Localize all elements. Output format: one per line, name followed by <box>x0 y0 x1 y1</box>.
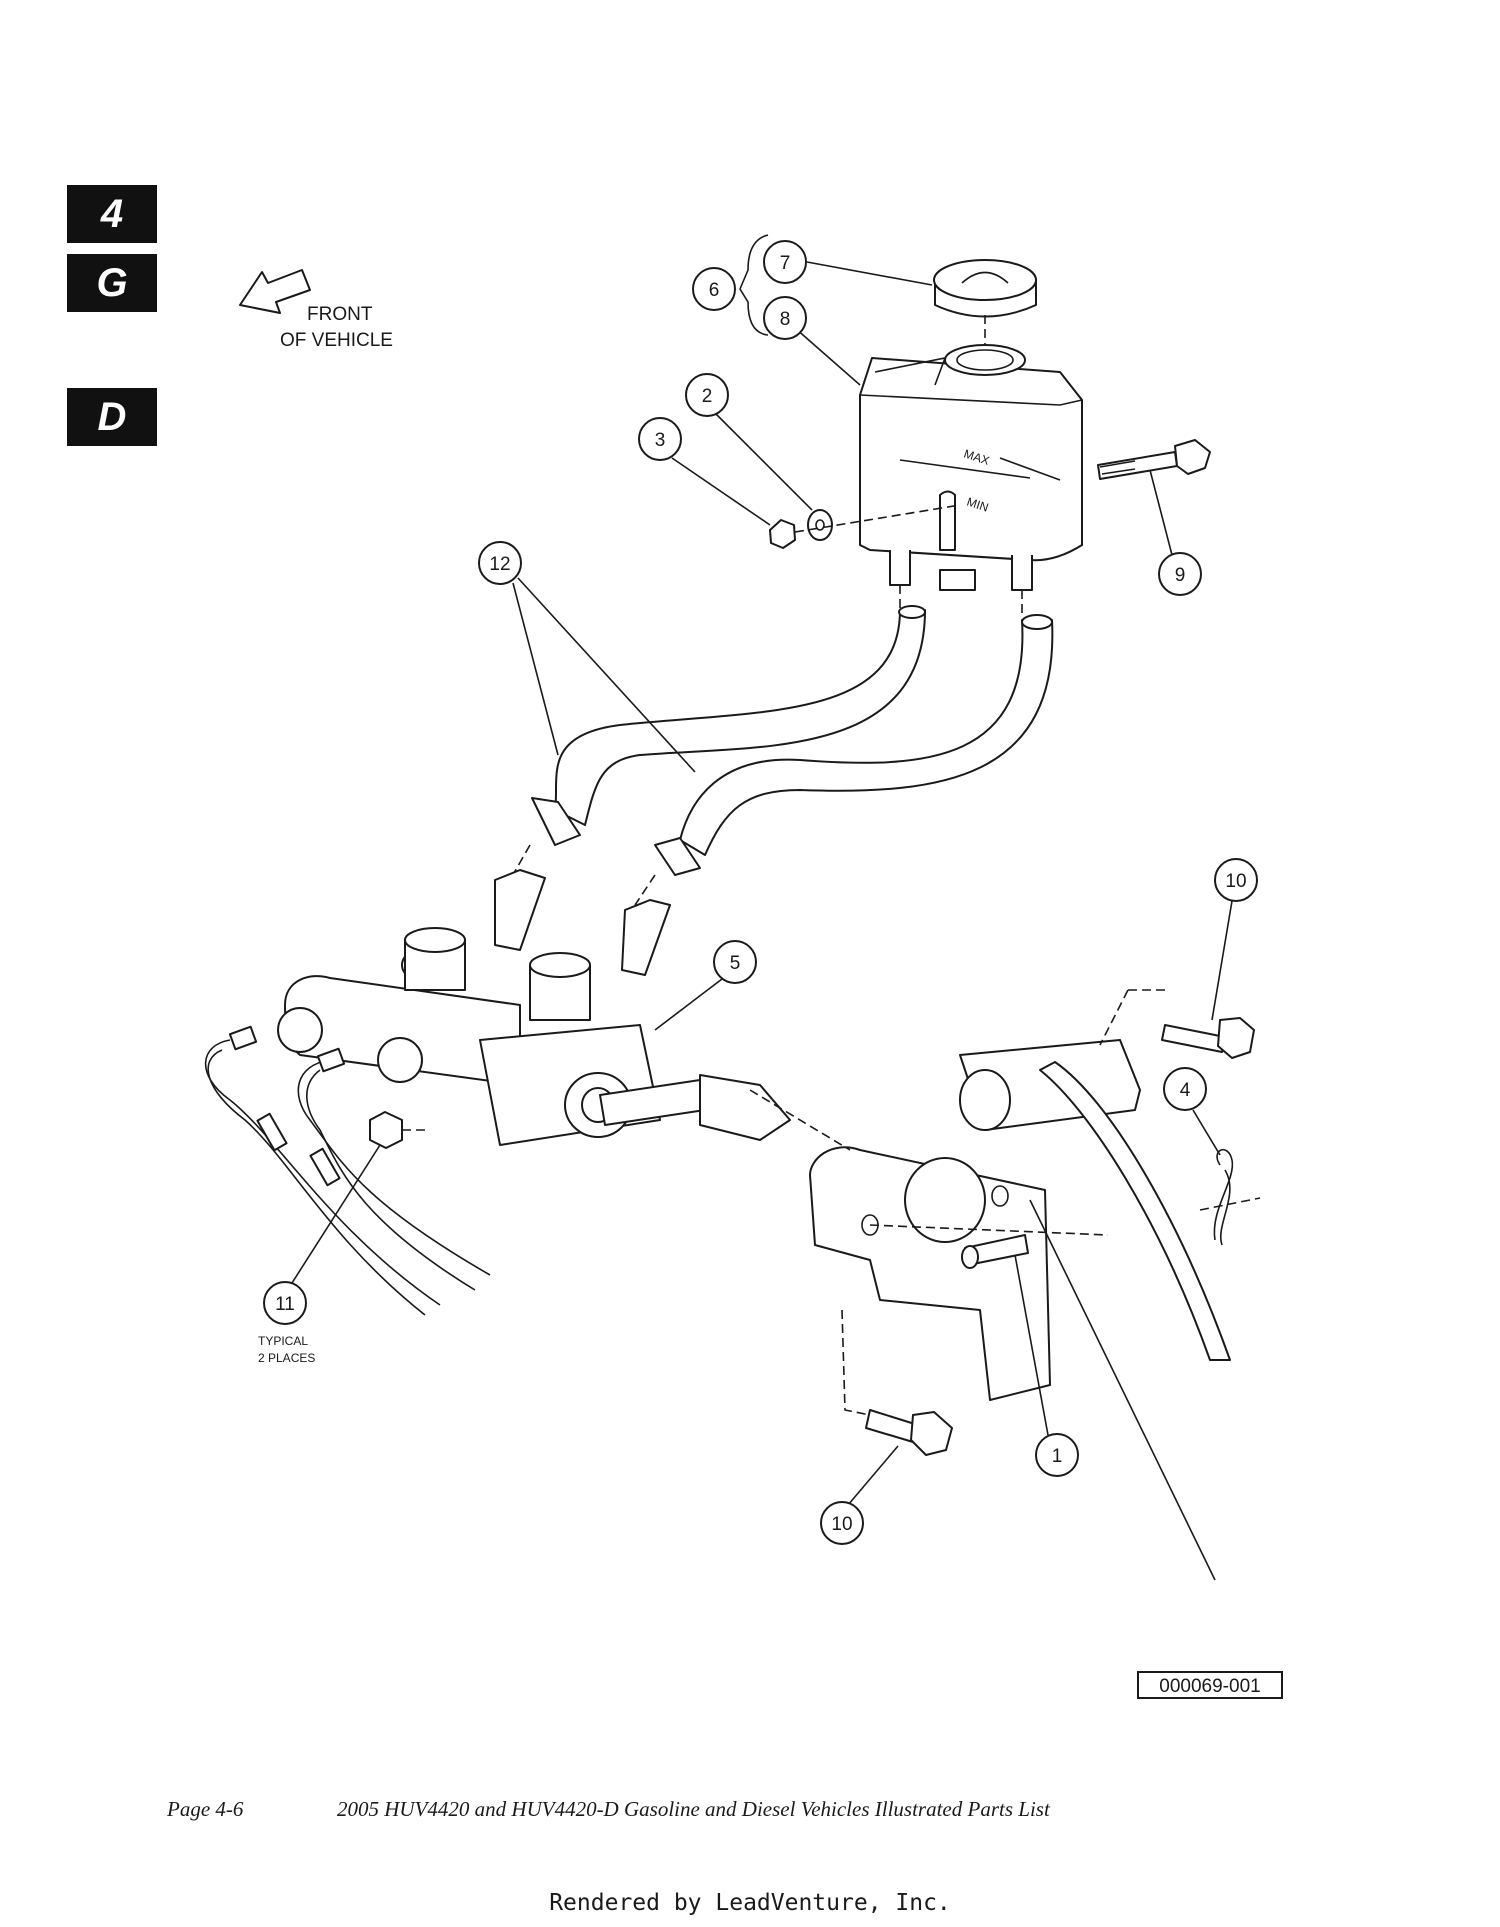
footer-title: 2005 HUV4420 and HUV4420-D Gasoline and … <box>337 1797 1050 1821</box>
svg-text:1: 1 <box>1052 1446 1063 1467</box>
svg-text:5: 5 <box>730 953 741 974</box>
washer <box>807 509 833 541</box>
callout-12: 12 <box>478 541 696 773</box>
callout-6: 6 <box>692 234 769 336</box>
callout-8: 8 <box>763 296 861 386</box>
svg-text:7: 7 <box>780 253 791 274</box>
reservoir-bolt <box>1097 439 1211 480</box>
svg-text:12: 12 <box>489 554 510 575</box>
callout-3: 3 <box>638 417 771 526</box>
svg-text:6: 6 <box>709 280 720 301</box>
bracket-bolt-upper <box>1161 1017 1255 1059</box>
reservoir-hoses <box>531 605 1054 876</box>
bracket-bolt-lower <box>865 1409 953 1456</box>
master-cylinder <box>277 869 791 1146</box>
svg-text:9: 9 <box>1175 565 1186 586</box>
figure-number: 000069-001 <box>1159 1676 1260 1697</box>
rendered-by-credit: Rendered by LeadVenture, Inc. <box>549 1890 951 1916</box>
footer-page-number: Page 4-6 <box>167 1797 244 1821</box>
svg-text:8: 8 <box>780 309 791 330</box>
front-label-line1: FRONT <box>307 304 373 325</box>
fitting <box>369 1111 403 1149</box>
svg-text:10: 10 <box>831 1514 852 1535</box>
callout-11: 11 <box>263 1144 381 1325</box>
note-line2: 2 PLACES <box>258 1351 315 1365</box>
hairpin-clip <box>1213 1148 1234 1246</box>
reservoir-cap <box>933 259 1037 318</box>
section-tab-g: G <box>67 254 157 312</box>
pedal-bracket <box>809 1039 1231 1401</box>
nut <box>769 519 796 549</box>
callout-1: 1 <box>1014 1254 1079 1477</box>
section-tab-4: 4 <box>67 185 157 243</box>
callout-10-lower: 10 <box>820 1445 899 1545</box>
reservoir-min-label: MIN <box>965 495 990 515</box>
callout-4: 4 <box>1163 1067 1221 1156</box>
svg-text:3: 3 <box>655 430 666 451</box>
figure-number-box <box>1137 1671 1283 1699</box>
reservoir <box>859 344 1083 591</box>
callout-7: 7 <box>763 240 933 286</box>
callout-2: 2 <box>685 373 813 511</box>
note-line1: TYPICAL <box>258 1334 308 1348</box>
svg-text:2: 2 <box>702 386 713 407</box>
callout-10-upper: 10 <box>1211 858 1258 1021</box>
brake-lines <box>204 1025 491 1316</box>
front-label-line2: OF VEHICLE <box>280 330 393 351</box>
callout-9: 9 <box>1149 469 1202 596</box>
section-tab-d: D <box>67 388 157 446</box>
svg-text:11: 11 <box>275 1294 295 1315</box>
front-arrow-icon <box>239 269 311 314</box>
callout-5: 5 <box>654 940 757 1031</box>
svg-text:10: 10 <box>1225 871 1246 892</box>
svg-text:4: 4 <box>1180 1080 1191 1101</box>
